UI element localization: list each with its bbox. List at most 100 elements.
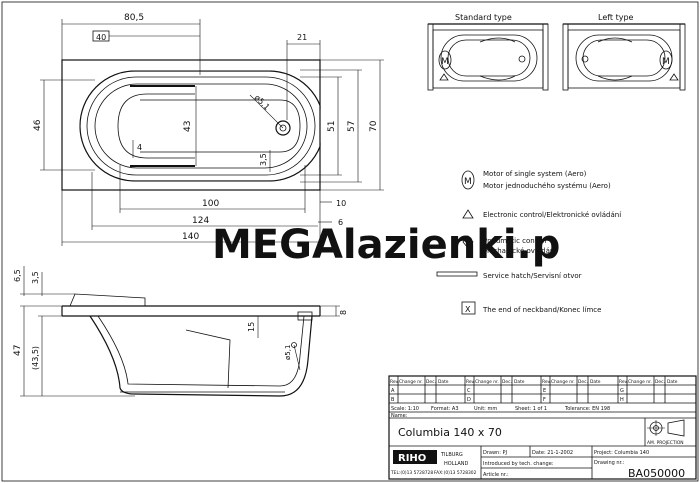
tb-city2: HOLLAND <box>444 461 469 467</box>
rev-letter-e: E <box>543 388 546 394</box>
tb-project: Project: Columbia 140 <box>594 450 649 456</box>
tb-format: Format: A3 <box>431 406 459 412</box>
rev-h-change-4: Change nr. <box>628 379 652 385</box>
tb-tolerance: Tolerance: EN 198 <box>564 406 610 412</box>
dim-46: 46 <box>33 119 43 131</box>
dim-40: 40 <box>96 33 106 42</box>
side-drain-leader <box>293 344 301 371</box>
rev-h-change-3: Change nr. <box>551 379 575 385</box>
legend-pneumatic-icon <box>462 235 474 249</box>
std-tub-outline <box>432 29 544 89</box>
dim-51: 51 <box>327 121 337 132</box>
dim-80-5: 80,5 <box>124 13 144 23</box>
dim-side-15: 15 <box>247 322 256 332</box>
legend-pneumatic-cz: Mechanické ovládání <box>483 247 557 255</box>
side-view: 6,5 3,5 47 (43,5) 15 ø5,1 8 <box>13 266 348 397</box>
tb-sheet: Sheet: 1 of 1 <box>515 406 547 412</box>
std-motor-letter: M <box>441 57 449 67</box>
legend-neckband: The end of neckband/Konec límce <box>482 306 601 314</box>
title-block: Rev. Change nr. Dec. Date Rev. Change nr… <box>388 375 697 480</box>
side-tub-inner <box>97 315 305 387</box>
riho-logo-text: RIHO <box>398 453 426 464</box>
rev-letter-a: A <box>391 388 395 394</box>
standard-type-label: Standard type <box>455 13 512 22</box>
tb-unit: Unit: mm <box>474 406 497 412</box>
std-wall-right <box>542 23 549 91</box>
tb-projection: AM. PROJECTION <box>647 440 684 446</box>
rev-h-rev-3: Rev. <box>542 379 551 385</box>
side-seat <box>185 329 231 389</box>
legend-hatch-icon <box>436 271 478 277</box>
std-wall-left <box>427 23 434 91</box>
std-electronic-symbol <box>439 73 449 81</box>
std-drain <box>518 55 526 63</box>
rev-h-date-3: Date <box>590 379 601 385</box>
rev-h-rev-2: Rev. <box>466 379 475 385</box>
rev-letter-h: H <box>620 397 624 403</box>
rev-letter-c: C <box>467 388 471 394</box>
left-type-view: Left type M <box>562 13 686 91</box>
left-type-label: Left type <box>598 13 634 22</box>
left-neckband-1 <box>597 37 633 43</box>
rev-h-rev-1: Rev. <box>390 379 399 385</box>
rev-col-lines <box>397 376 666 403</box>
tub-outer-rim <box>61 59 321 191</box>
projection-symbol <box>647 419 685 437</box>
legend-motor-en: Motor of single system (Aero) <box>483 170 587 178</box>
tb-city1: TILBURG <box>440 452 463 458</box>
dim-side-47: 47 <box>13 345 23 356</box>
rev-h-date-1: Date <box>438 379 449 385</box>
dim-3-5: 3,5 <box>259 153 268 166</box>
dim-124: 124 <box>192 216 209 226</box>
rev-h-date-2: Date <box>514 379 525 385</box>
dim-4: 4 <box>137 143 142 152</box>
riho-logo <box>393 450 437 464</box>
rev-letter-b: B <box>391 397 395 403</box>
left-tub-bowl <box>575 34 673 82</box>
std-tub-bowl <box>440 34 538 82</box>
rev-h-rev-4: Rev. <box>619 379 628 385</box>
tub-bowl-outer <box>80 71 324 181</box>
legend-hatch: Service hatch/Servisní otvor <box>483 272 582 280</box>
rev-letter-g: G <box>620 388 624 394</box>
left-wall-left <box>562 23 569 91</box>
tb-fax: FAX:(0)13 5728302 <box>434 470 477 476</box>
tub-bowl-inner <box>94 83 308 169</box>
legend-motor-icon <box>461 170 475 190</box>
side-overflow <box>297 311 313 321</box>
dim-21: 21 <box>297 33 307 42</box>
tb-introduced: Introduced by tech. change: <box>483 461 554 467</box>
rev-letter-f: F <box>543 397 546 403</box>
rev-h-change-2: Change nr. <box>475 379 499 385</box>
left-motor-letter: M <box>662 57 670 67</box>
left-tub-outline <box>567 29 681 89</box>
dim-140: 140 <box>182 232 199 242</box>
dim-side-8: 8 <box>339 310 348 315</box>
dim-10: 10 <box>336 199 346 208</box>
legend-x-letter: X <box>465 305 471 314</box>
tb-date: Date: 21-1-2002 <box>532 450 573 456</box>
dim-70: 70 <box>369 120 379 132</box>
side-drain <box>291 342 297 348</box>
left-neckband-2 <box>597 75 633 81</box>
dim-43: 43 <box>183 121 193 132</box>
tub-bottom <box>140 99 301 153</box>
tb-scale: Scale: 1:10 <box>391 406 419 412</box>
left-tub-bowl-inner <box>582 39 666 77</box>
dim-5-1: ø5,1 <box>253 93 272 112</box>
drain-inner <box>279 124 287 132</box>
tb-name: Columbia 140 x 70 <box>398 426 502 439</box>
legend-x-box <box>461 301 476 315</box>
legend-motor-cz: Motor jednoduchého systému (Aero) <box>483 182 611 190</box>
tub-bowl-rim <box>86 76 316 176</box>
std-motor-symbol <box>438 50 452 70</box>
legend-electronic: Electronic control/Elektronické ovládání <box>483 211 622 219</box>
side-tub-body <box>89 315 313 397</box>
title-block-frame <box>388 375 697 480</box>
rev-h-date-4: Date <box>667 379 678 385</box>
dim-side-6-5: 6,5 <box>13 269 22 282</box>
rev-h-dec-4: Dec. <box>655 379 665 385</box>
legend-motor-letter: M <box>464 177 472 187</box>
side-headrest-top <box>69 293 146 307</box>
